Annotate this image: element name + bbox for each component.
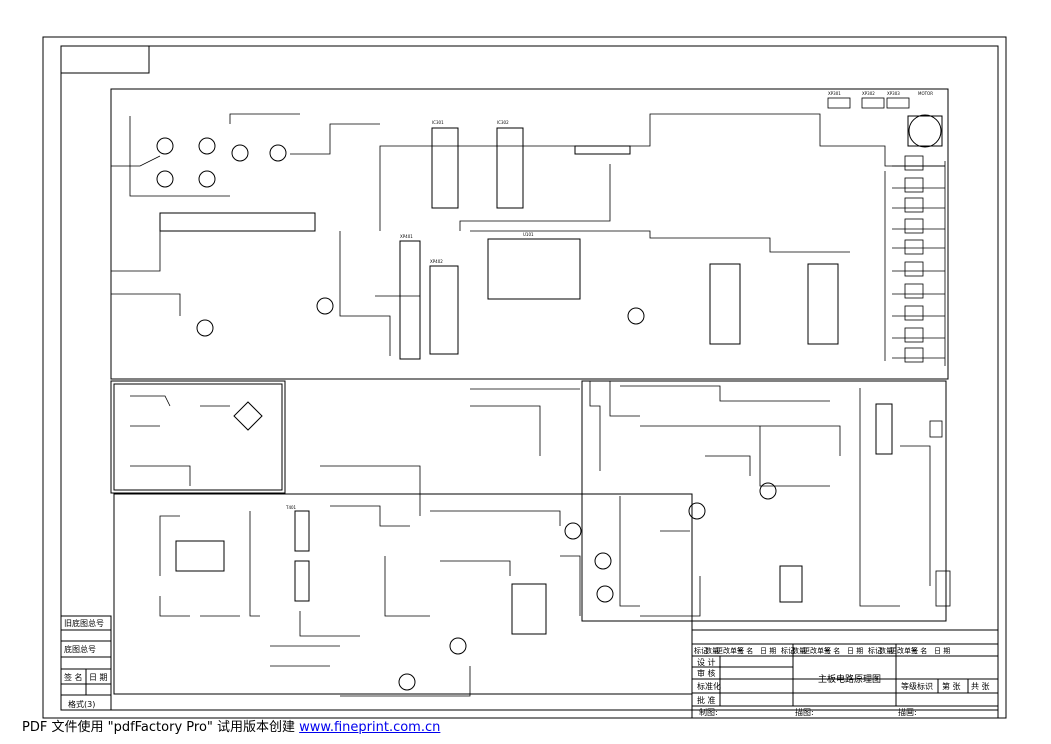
top-connectors: XP301 XP302 XP303 MOTOR: [827, 91, 933, 109]
role-standard: 标准化: [697, 681, 721, 691]
svg-text:XP402: XP402: [430, 259, 443, 264]
ic-left-top: [159, 212, 316, 232]
wiring: [111, 113, 946, 697]
ic-smps: [175, 540, 225, 572]
sidebar-label-old-base: 旧底图总号: [64, 618, 104, 628]
revision-header-row: 标记数量更改单号签 名日 期标记数量更改单号签 名日 期标记数量更改单号签 名日…: [694, 646, 950, 655]
svg-text:XP401: XP401: [400, 234, 413, 239]
svg-text:XP301: XP301: [828, 91, 841, 96]
rev-header-0-4: 日 期: [760, 647, 776, 655]
driver-section-frame: [581, 380, 947, 622]
connector-block-right-a: [709, 263, 741, 345]
top-left-box: [60, 45, 150, 74]
role-approve: 批 准: [697, 695, 716, 705]
svg-text:XP302: XP302: [862, 91, 875, 96]
connector-block-right-b: [807, 263, 839, 345]
rev-header-0-2: 更改单号: [716, 646, 744, 655]
rev-header-1-3: 签 名: [824, 646, 840, 655]
motor-symbol: [907, 114, 943, 148]
rev-header-0-3: 签 名: [737, 646, 753, 655]
ic-lower-mid: [511, 583, 547, 635]
control-section-frame: [110, 88, 949, 380]
header-row-ic: [574, 145, 631, 155]
rev-header-0-0: 标记: [694, 646, 708, 655]
power-section-frame: [110, 380, 286, 494]
ic-ic301: IC301: [431, 120, 459, 209]
relay-coils: [779, 403, 893, 603]
sidebar-table: 旧底图总号 底图总号 签 名 日 期 格式(3): [60, 615, 112, 711]
sidebar-label-format: 格式(3): [68, 699, 95, 709]
right-connectors: [904, 155, 951, 607]
pdf-footer: PDF 文件使用 "pdfFactory Pro" 试用版本创建 www.fin…: [22, 716, 440, 735]
rev-header-2-2: 更改单号: [890, 646, 918, 655]
ic-u101: U101: [487, 232, 581, 300]
role-review: 审 核: [697, 668, 716, 678]
rev-header-0-1: 数量: [705, 646, 719, 655]
rev-header-2-3: 签 名: [911, 646, 927, 655]
rev-header-1-2: 更改单号: [803, 646, 831, 655]
transistor-group: [156, 137, 777, 691]
title-block: 设 计 审 核 标准化 批 准 主板电路原理图 等级标识 第 张 共 张 制图:…: [691, 629, 999, 719]
outer-border: [42, 36, 1007, 719]
svg-text:MOTOR: MOTOR: [918, 91, 933, 96]
role-design: 设 计: [697, 657, 716, 667]
bridge-rectifier: [233, 401, 263, 431]
svg-text:IC302: IC302: [497, 120, 509, 125]
inner-border: [60, 45, 999, 711]
sidebar-label-sign: 签 名: [64, 672, 83, 682]
bottom-paint: 描画:: [898, 707, 917, 717]
svg-text:T401: T401: [285, 505, 297, 510]
rev-header-1-1: 数量: [792, 646, 806, 655]
ic-ic302: IC302: [496, 120, 524, 209]
rev-header-2-0: 标记: [868, 646, 882, 655]
bottom-trace: 描图:: [795, 707, 814, 717]
smps-section-frame: [113, 493, 693, 695]
power-section-inner: [113, 383, 283, 491]
sheet-total-label: 共 张: [971, 682, 990, 691]
grade-label: 等级标识: [901, 681, 933, 691]
rev-header-1-4: 日 期: [847, 647, 863, 655]
rev-header-2-1: 数量: [879, 646, 893, 655]
rev-header-2-4: 日 期: [934, 647, 950, 655]
drawing-title: 主板电路原理图: [818, 673, 881, 685]
bottom-draw: 制图:: [699, 707, 718, 717]
footer-link[interactable]: www.fineprint.com.cn: [299, 720, 441, 735]
ic-xp402: XP402: [429, 259, 459, 355]
sheet-no-label: 第 张: [942, 681, 961, 691]
footer-text: PDF 文件使用 "pdfFactory Pro" 试用版本创建: [22, 720, 300, 735]
ic-xp401: XP401: [399, 234, 421, 360]
transformer-t401: T401: [285, 505, 310, 602]
svg-text:IC301: IC301: [432, 120, 444, 125]
svg-text:U101: U101: [523, 232, 534, 237]
sidebar-label-base: 底图总号: [64, 644, 96, 654]
svg-text:XP303: XP303: [887, 91, 900, 96]
rev-header-1-0: 标记: [781, 646, 795, 655]
sidebar-label-date: 日 期: [89, 673, 108, 682]
